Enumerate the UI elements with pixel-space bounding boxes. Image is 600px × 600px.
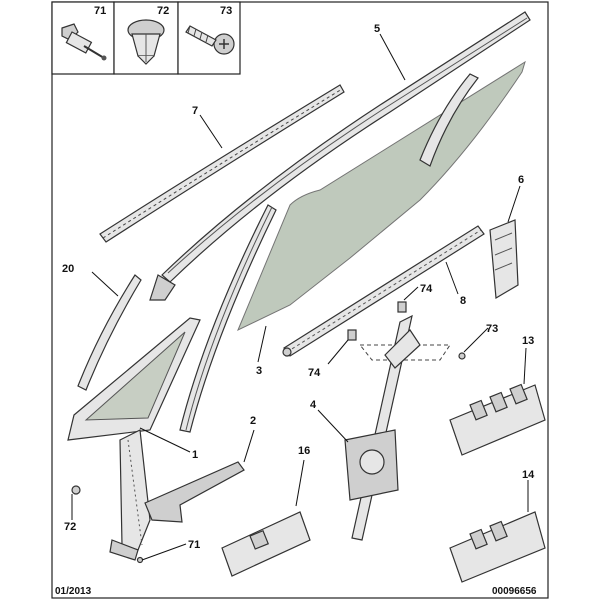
callout-73: 73 bbox=[486, 323, 498, 335]
leader-lines bbox=[71, 33, 529, 561]
callout-20: 20 bbox=[62, 263, 74, 275]
legend-number-72: 72 bbox=[157, 5, 169, 17]
callout-5: 5 bbox=[374, 23, 380, 35]
legend-number-73: 73 bbox=[220, 5, 232, 17]
screw-icon bbox=[185, 25, 235, 55]
clip-74a-icon bbox=[397, 301, 407, 313]
rivet-icon bbox=[61, 23, 107, 61]
callout-4: 4 bbox=[310, 399, 317, 411]
switch-panel-16 bbox=[221, 511, 311, 577]
belt-moulding bbox=[282, 225, 485, 357]
switch-panel-13 bbox=[449, 383, 546, 456]
callout-2: 2 bbox=[250, 415, 256, 427]
clip-icon bbox=[127, 19, 165, 65]
upper-seal-strip bbox=[99, 84, 345, 243]
callout-1: 1 bbox=[192, 449, 198, 461]
clip-74b-icon bbox=[347, 329, 357, 341]
clip-72-icon bbox=[71, 485, 81, 495]
front-run-channel bbox=[179, 204, 277, 433]
quarter-window-frame bbox=[67, 317, 201, 561]
footer-date: 01/2013 bbox=[55, 586, 92, 597]
callout-72: 72 bbox=[64, 521, 76, 533]
legend-number-71: 71 bbox=[94, 5, 106, 17]
callout-16: 16 bbox=[298, 445, 310, 457]
window-frame-seal bbox=[149, 11, 531, 301]
footer-reference: 00096656 bbox=[492, 586, 537, 597]
diagram-frame bbox=[51, 1, 549, 599]
quarter-seal-piece bbox=[77, 274, 142, 391]
legend-box-71 bbox=[51, 1, 115, 75]
callout-74-upper: 74 bbox=[420, 283, 433, 295]
glass-channel-insert bbox=[144, 461, 245, 523]
fastener-legend: 71 72 73 bbox=[51, 1, 241, 75]
callout-7: 7 bbox=[192, 105, 198, 117]
screw-73-icon bbox=[458, 352, 466, 360]
callout-3: 3 bbox=[256, 365, 262, 377]
callout-8: 8 bbox=[460, 295, 466, 307]
callout-labels: 5 7 6 20 74 8 3 73 13 74 4 2 1 16 14 72 … bbox=[62, 23, 535, 551]
door-window-glass bbox=[237, 60, 526, 332]
rivet-71-icon bbox=[136, 556, 144, 564]
window-regulator bbox=[344, 314, 451, 541]
callout-13: 13 bbox=[522, 335, 534, 347]
switch-panel-14 bbox=[449, 511, 546, 583]
callout-6: 6 bbox=[518, 174, 524, 186]
rear-bracket bbox=[489, 219, 519, 300]
callout-74-lower: 74 bbox=[308, 367, 321, 379]
callout-71: 71 bbox=[188, 539, 200, 551]
callout-14: 14 bbox=[522, 469, 535, 481]
